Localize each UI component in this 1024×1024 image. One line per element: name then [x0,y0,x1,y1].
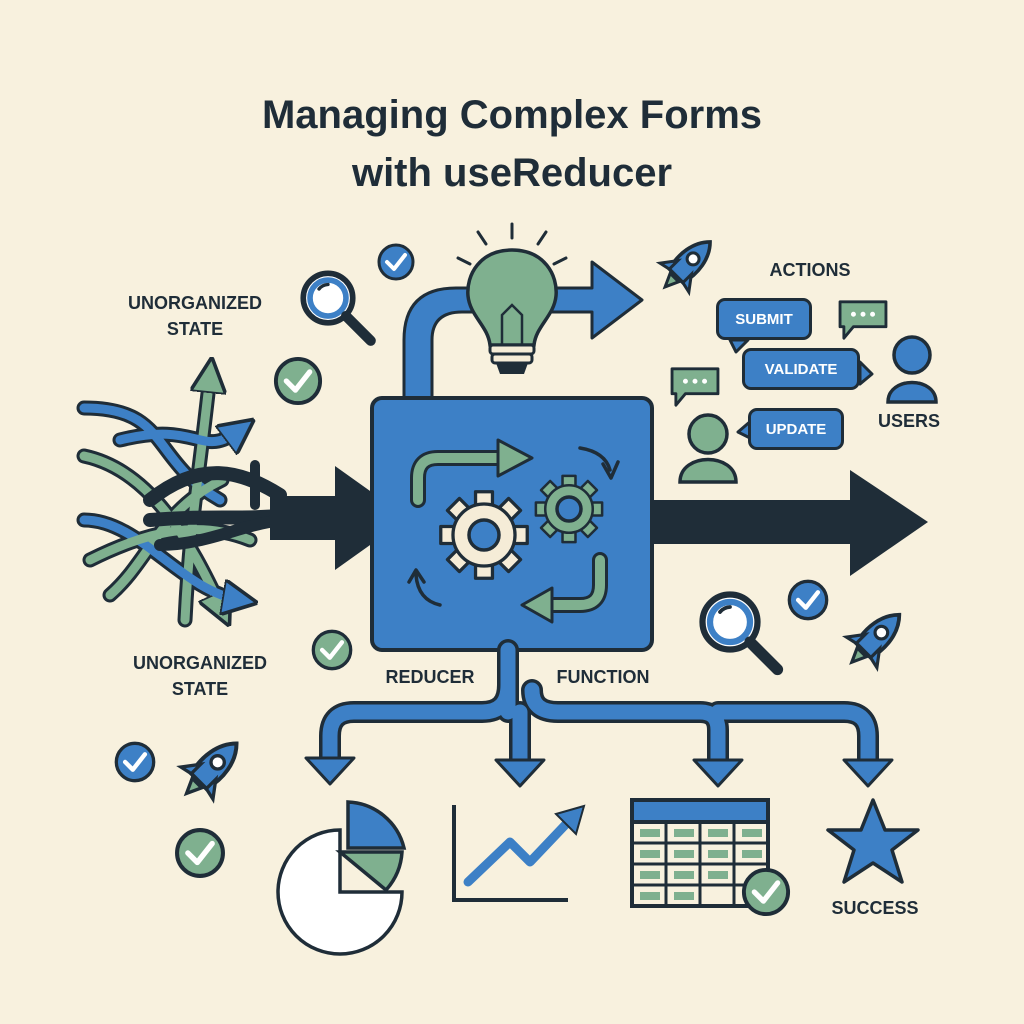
top-loop-arrow [402,260,644,400]
chat-dots-icon-2 [670,367,720,407]
distribution-arrows [319,639,879,773]
label-function: FUNCTION [556,667,650,687]
check-icon [177,830,223,876]
table-check-icon [744,870,788,914]
label-success: SUCCESS [831,898,919,918]
cycle-arrows [407,438,620,624]
check-icon [116,743,153,780]
check-icon [313,631,350,668]
magnifier-icon-2 [703,595,778,670]
action-validate-chip: VALIDATE [742,348,860,390]
user-icon-green [678,413,738,484]
title-line-1: Managing Complex Forms [261,93,763,137]
user-icon [886,335,938,404]
diagram-title: Managing Complex Forms with useReducer [0,86,1024,202]
rocket-icon [838,600,914,676]
lightbulb-icon [456,222,568,374]
magnifier-icon [303,273,371,341]
label-reducer: REDUCER [385,667,475,687]
line-graph-icon [452,804,586,902]
rocket-icon [172,728,252,808]
action-submit-chip: SUBMIT [716,298,812,340]
check-icon [377,243,415,281]
incoming-arrow [270,466,408,570]
title-line-2: with useReducer [351,151,673,195]
label-users: USERS [877,411,940,431]
action-update-chip: UPDATE [748,408,844,450]
output-arrow [652,470,928,576]
tangled-state-arrows [76,375,297,620]
label-unorganized-state-top: UNORGANIZED STATE [128,293,262,339]
label-unorganized-state-bottom: UNORGANIZED STATE [133,653,267,699]
distribution-arrowheads [304,756,894,788]
check-icon [276,359,320,403]
label-actions: ACTIONS [769,260,851,280]
pie-chart-icon [276,800,407,956]
rocket-icon [652,228,724,300]
chat-dots-icon [838,300,888,340]
star-icon [826,798,920,884]
check-icon [789,581,826,618]
